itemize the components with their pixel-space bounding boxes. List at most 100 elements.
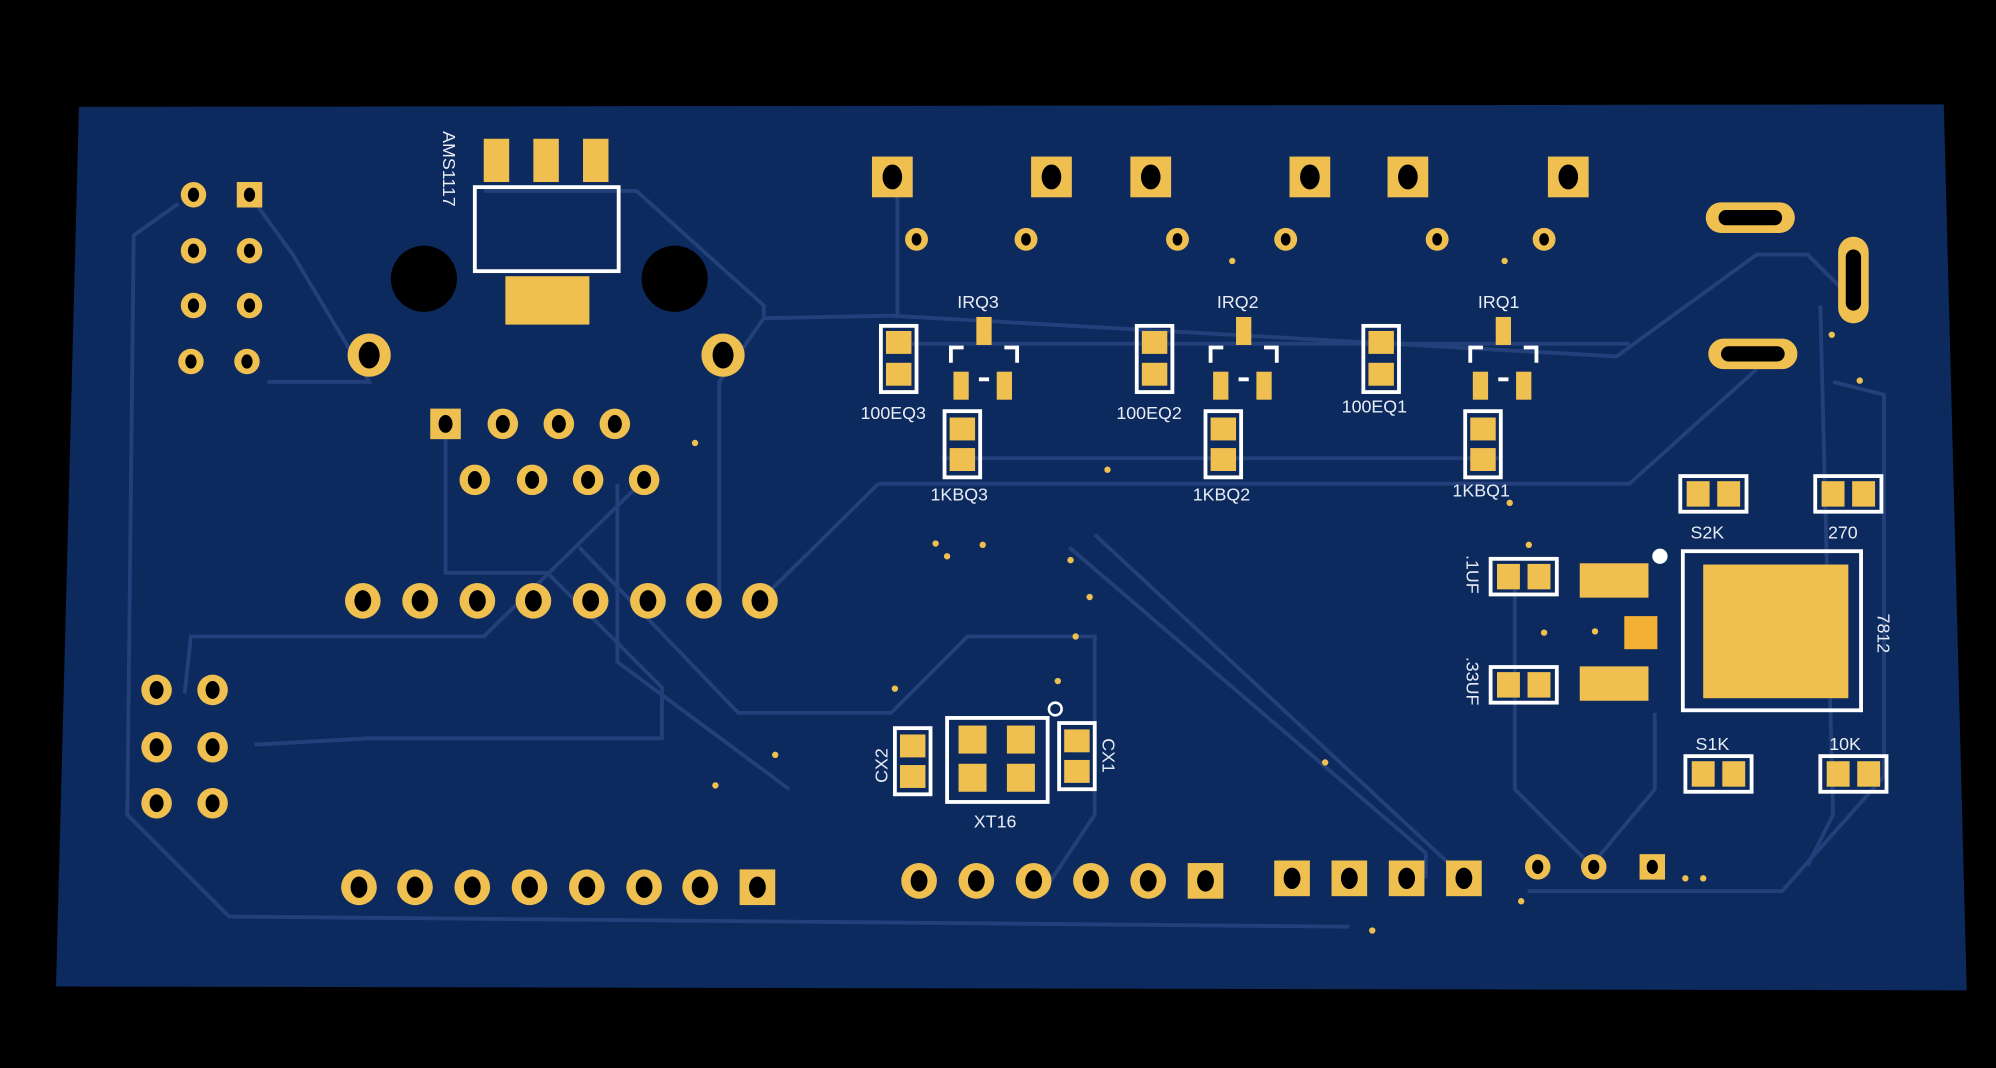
drill-hole (463, 876, 481, 898)
drill-hole (607, 414, 622, 433)
smd-pad (1717, 481, 1741, 507)
drill-hole (243, 298, 256, 313)
smd-pad (899, 734, 926, 758)
drill-hole (1021, 233, 1031, 246)
drill-hole (1398, 164, 1418, 190)
label-irq2: IRQ2 (1217, 292, 1259, 312)
smd-pad (1527, 563, 1551, 590)
drill-hole (1558, 164, 1579, 190)
drill-hole (639, 590, 657, 612)
drill-hole (438, 414, 453, 433)
smd-pad (1496, 563, 1520, 590)
drill-hole (1280, 233, 1291, 246)
smd-pad (1064, 759, 1090, 783)
smd-pad (958, 763, 987, 792)
drill-hole (712, 341, 734, 369)
label-1kbq1: 1KBQ1 (1452, 480, 1510, 500)
drill-hole (1283, 867, 1301, 890)
transistor-outline (948, 345, 1020, 382)
smd-pad (505, 276, 590, 325)
label-01uf: .1UF (1462, 555, 1482, 594)
smd-pad (949, 417, 976, 441)
drill-hole (578, 876, 596, 898)
smd-pad (1527, 672, 1551, 698)
drill-hole (1300, 164, 1320, 190)
label-100eq2: 100EQ2 (1116, 403, 1181, 423)
label-10k: 10K (1829, 734, 1861, 754)
mounting-hole (390, 245, 457, 312)
via (891, 685, 899, 692)
smd-pad (1516, 371, 1532, 400)
smd-pad (1472, 371, 1489, 400)
label-033uf: .33UF (1462, 657, 1482, 706)
drill-hole (1398, 867, 1416, 890)
via (1540, 629, 1548, 636)
drill-hole (187, 243, 200, 258)
smd-pad (1691, 761, 1715, 787)
smd-pad (1213, 371, 1229, 400)
resistor-outline (1463, 409, 1503, 480)
label-270: 270 (1828, 522, 1858, 542)
smd-pad (1006, 725, 1035, 754)
smd-pad (1579, 563, 1649, 598)
transistor-outline (1208, 345, 1279, 382)
smd-pad (483, 138, 510, 183)
smd-pad (885, 362, 912, 386)
label-ams1117: AMS1117 (439, 131, 459, 207)
via (1054, 677, 1062, 685)
label-cx1: CX1 (1098, 738, 1118, 773)
drill-hole (1197, 870, 1214, 892)
smd-pad (1470, 448, 1496, 471)
smd-pad (1470, 417, 1496, 441)
drill-hole (1455, 867, 1473, 890)
smd-pad (1210, 417, 1237, 441)
smd-pad (1852, 481, 1876, 507)
slot-hole (1845, 249, 1862, 311)
drill-hole (524, 590, 542, 612)
smd-pad (949, 448, 976, 471)
smd-pad (1256, 371, 1272, 400)
label-7812: 7812 (1874, 614, 1894, 654)
drill-hole (187, 187, 200, 202)
drill-hole (521, 876, 538, 898)
resistor-outline (1134, 323, 1175, 394)
drill-hole (967, 870, 985, 892)
via (1517, 898, 1525, 905)
label-1kbq2: 1KBQ2 (1193, 484, 1251, 504)
drill-hole (149, 681, 164, 699)
drill-hole (205, 794, 220, 813)
drill-hole (551, 414, 566, 433)
resistor-outline (1361, 323, 1401, 394)
smd-pad (899, 765, 926, 788)
label-1kbq3: 1KBQ3 (931, 484, 989, 504)
drill-hole (582, 590, 600, 612)
drill-hole (691, 876, 709, 898)
resistor-outline (1818, 754, 1889, 794)
label-irq3: IRQ3 (957, 292, 999, 312)
drill-hole (1340, 867, 1358, 890)
copper-traces (125, 178, 1886, 929)
smd-pad (1141, 362, 1168, 386)
smd-pad (1210, 448, 1237, 471)
via (1072, 633, 1079, 640)
label-irq1: IRQ1 (1478, 292, 1520, 312)
drill-hole (1041, 164, 1062, 190)
drill-hole (406, 876, 424, 898)
drill-hole (1532, 859, 1544, 875)
via (1229, 257, 1236, 265)
drill-hole (205, 681, 220, 699)
via (1104, 466, 1111, 473)
smd-pad (958, 725, 987, 754)
drill-hole (495, 414, 510, 433)
resistor-outline (1488, 665, 1559, 705)
drill-hole (1140, 164, 1161, 190)
drill-hole (911, 233, 922, 246)
smd-pad (1141, 330, 1168, 354)
drill-hole (749, 876, 766, 898)
via (1067, 556, 1074, 564)
ams1117-outline (472, 185, 621, 274)
drill-hole (243, 187, 256, 202)
smd-pad (953, 371, 969, 400)
drill-hole (185, 354, 197, 369)
xt16-outline (945, 716, 1050, 804)
